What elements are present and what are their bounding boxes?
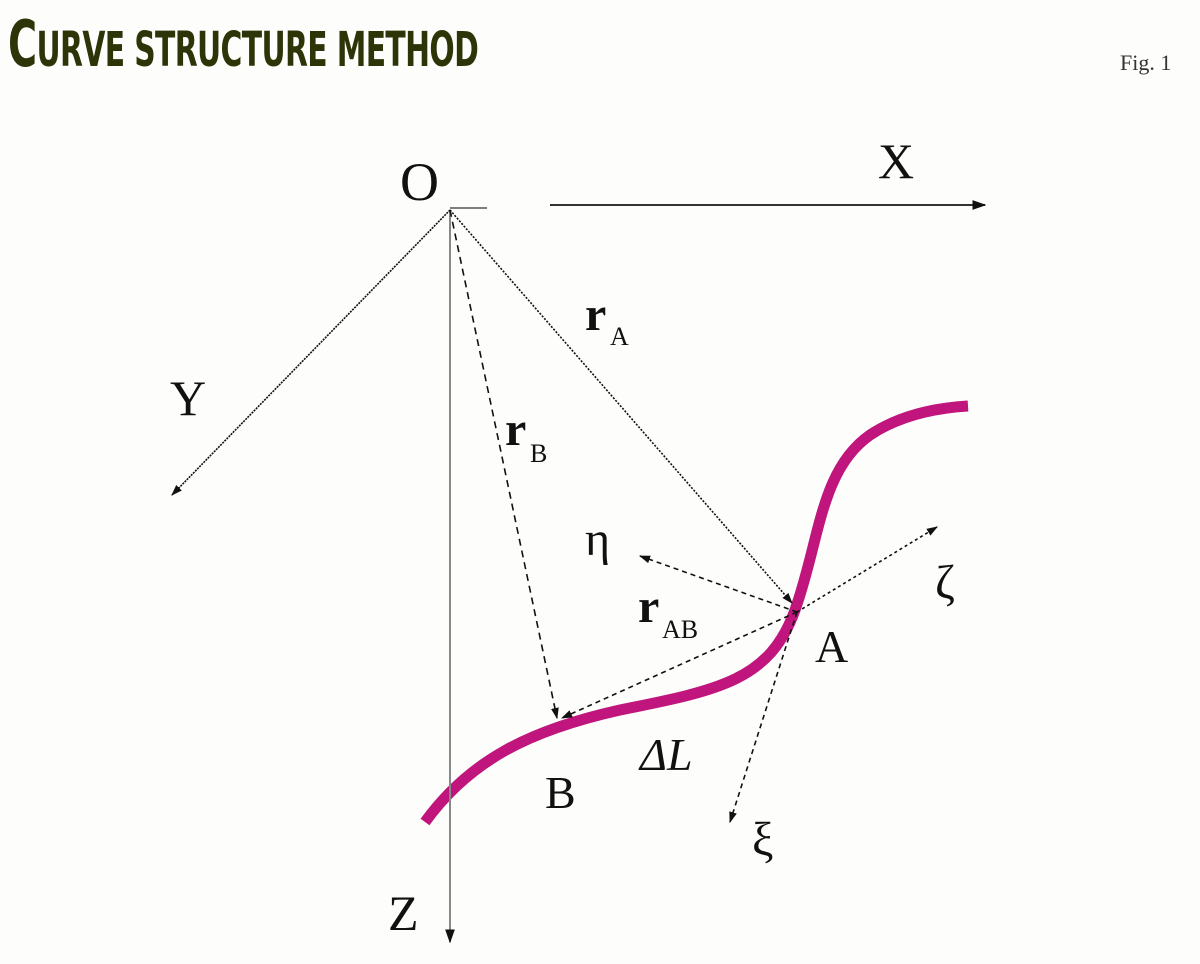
- xi-label: ξ: [752, 813, 773, 866]
- zeta-label: ζ: [935, 556, 955, 609]
- wellbore-curve: [420, 400, 969, 826]
- y-axis-line: [171, 209, 451, 496]
- r-b-label: r: [505, 403, 526, 456]
- z-axis-label: Z: [388, 885, 419, 941]
- r-a-label: r: [585, 288, 606, 341]
- title-first-letter: C: [8, 8, 37, 82]
- y-axis-label: Y: [170, 370, 206, 426]
- r-a-subscript: A: [610, 322, 629, 351]
- point-a-label: A: [815, 621, 848, 672]
- r-b-subscript: B: [530, 439, 547, 468]
- delta-l-label: ΔL: [638, 729, 693, 780]
- vector-eta: [638, 555, 798, 613]
- vector-r-ab: [560, 611, 798, 719]
- point-b-label: B: [545, 767, 576, 818]
- origin-label: O: [400, 152, 439, 212]
- vector-xi: [729, 611, 798, 824]
- title-rest: urve structure method: [36, 22, 479, 78]
- diagram-title: Curve structure method: [8, 8, 479, 82]
- r-ab-label: r: [638, 580, 659, 633]
- eta-label: η: [585, 513, 610, 566]
- figure-label: Fig. 1: [1120, 50, 1172, 75]
- vector-r-b: [449, 209, 559, 720]
- r-ab-subscript: AB: [662, 615, 698, 644]
- x-axis-label: X: [878, 133, 914, 189]
- vector-r-a: [449, 209, 793, 604]
